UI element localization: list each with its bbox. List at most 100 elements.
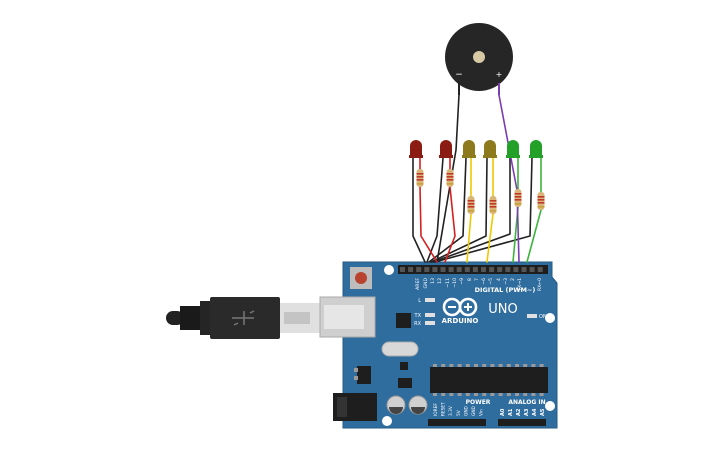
model-text: UNO xyxy=(488,302,517,317)
chip-pin xyxy=(531,393,536,396)
l-label: L xyxy=(418,298,421,304)
top-pin-label: 4 xyxy=(496,278,502,281)
yellow-led[interactable] xyxy=(483,140,497,158)
wire[interactable] xyxy=(526,209,542,263)
chip-pin xyxy=(449,393,454,396)
header-pin xyxy=(432,267,438,272)
analog-pin-label: A3 xyxy=(524,408,530,416)
chip-pin xyxy=(482,364,487,367)
header-pin xyxy=(400,267,405,272)
top-pin-label: ~9 xyxy=(459,278,465,285)
rx-label: RX xyxy=(414,321,421,327)
yellow-led[interactable] xyxy=(462,140,476,158)
buzzer-plus-label: + xyxy=(496,70,503,79)
usb-controller-chip xyxy=(396,313,411,328)
chip-pin xyxy=(449,364,454,367)
resistor[interactable] xyxy=(446,169,454,187)
chip-pin xyxy=(498,393,503,396)
chip-pin xyxy=(506,393,511,396)
green-led[interactable] xyxy=(506,140,520,158)
top-pin-label: ~11 xyxy=(445,278,451,288)
power-label: POWER xyxy=(466,399,491,406)
header-pin xyxy=(537,267,543,272)
top-pin-label: 7 xyxy=(474,278,480,281)
analog-label: ANALOG IN xyxy=(508,399,545,406)
header-pin xyxy=(440,267,446,272)
resistor[interactable] xyxy=(467,196,475,214)
resistor[interactable] xyxy=(537,192,545,210)
top-pin-label: ~5 xyxy=(488,278,494,285)
rx-led xyxy=(425,321,435,325)
atmega-microcontroller xyxy=(430,367,548,393)
top-pin-label: AREF xyxy=(415,278,421,290)
wire[interactable] xyxy=(419,186,438,263)
chip-pin xyxy=(515,364,519,367)
red-led[interactable] xyxy=(439,140,453,158)
arduino-logo-icon xyxy=(442,297,478,317)
top-pin-label: TX→1 xyxy=(517,278,523,292)
resistors xyxy=(416,169,545,214)
reset-button-cap[interactable] xyxy=(355,272,367,284)
top-pin-label: ~3 xyxy=(503,278,509,285)
power-pin-label: GND xyxy=(463,405,469,416)
chip-pin xyxy=(474,393,478,396)
header-pin xyxy=(408,267,414,272)
top-pin-label: 2 xyxy=(510,278,516,281)
analog-pin-label: A2 xyxy=(516,408,522,416)
chip-pin xyxy=(498,364,503,367)
analog-pin-header[interactable] xyxy=(498,419,546,426)
smd-component xyxy=(400,362,408,370)
voltage-regulator xyxy=(357,366,371,384)
chip-pin xyxy=(474,364,478,367)
piezo-buzzer[interactable]: − + xyxy=(445,23,513,95)
power-pin-label: RESET xyxy=(441,402,447,416)
header-pin xyxy=(489,267,495,272)
wire[interactable] xyxy=(432,157,511,263)
power-pin-header[interactable] xyxy=(428,419,486,426)
chip-pin xyxy=(441,364,446,367)
brand-text: ARDUINO xyxy=(442,317,479,325)
wire[interactable] xyxy=(434,157,533,263)
on-led xyxy=(527,314,537,318)
header-pin xyxy=(424,267,430,272)
green-led[interactable] xyxy=(529,140,543,158)
capacitor xyxy=(408,395,428,415)
usb-cable-end xyxy=(166,311,184,325)
header-pin xyxy=(481,267,486,272)
top-pin-label: ~10 xyxy=(452,278,458,288)
top-pin-label: ~6 xyxy=(481,278,487,285)
resistor[interactable] xyxy=(514,189,522,207)
chip-pin xyxy=(441,393,446,396)
header-pin xyxy=(521,267,527,272)
mount-hole xyxy=(545,401,555,411)
wire[interactable] xyxy=(426,157,444,263)
wire[interactable] xyxy=(436,94,460,263)
regulator-pin xyxy=(354,376,358,380)
tx-label: TX xyxy=(414,313,422,319)
power-pin-label: GND xyxy=(471,405,477,416)
header-pin xyxy=(472,267,478,272)
chip-pin xyxy=(457,393,462,396)
chip-pin xyxy=(506,364,511,367)
wire[interactable] xyxy=(486,213,494,263)
wire[interactable] xyxy=(466,213,472,263)
mount-hole xyxy=(545,313,555,323)
header-pin xyxy=(456,267,462,272)
resistor[interactable] xyxy=(416,169,424,187)
buzzer-minus-label: − xyxy=(455,70,463,80)
resistor[interactable] xyxy=(489,196,497,214)
usb-cable[interactable] xyxy=(166,297,320,339)
analog-pin-label: A0 xyxy=(500,408,506,416)
wire[interactable] xyxy=(428,157,467,263)
wire[interactable] xyxy=(444,186,456,263)
chip-pin xyxy=(482,393,487,396)
wire[interactable] xyxy=(412,157,426,263)
power-pin-label: Vin xyxy=(479,409,485,416)
smd-component xyxy=(398,378,412,388)
red-led[interactable] xyxy=(409,140,423,158)
wire[interactable] xyxy=(430,157,488,263)
